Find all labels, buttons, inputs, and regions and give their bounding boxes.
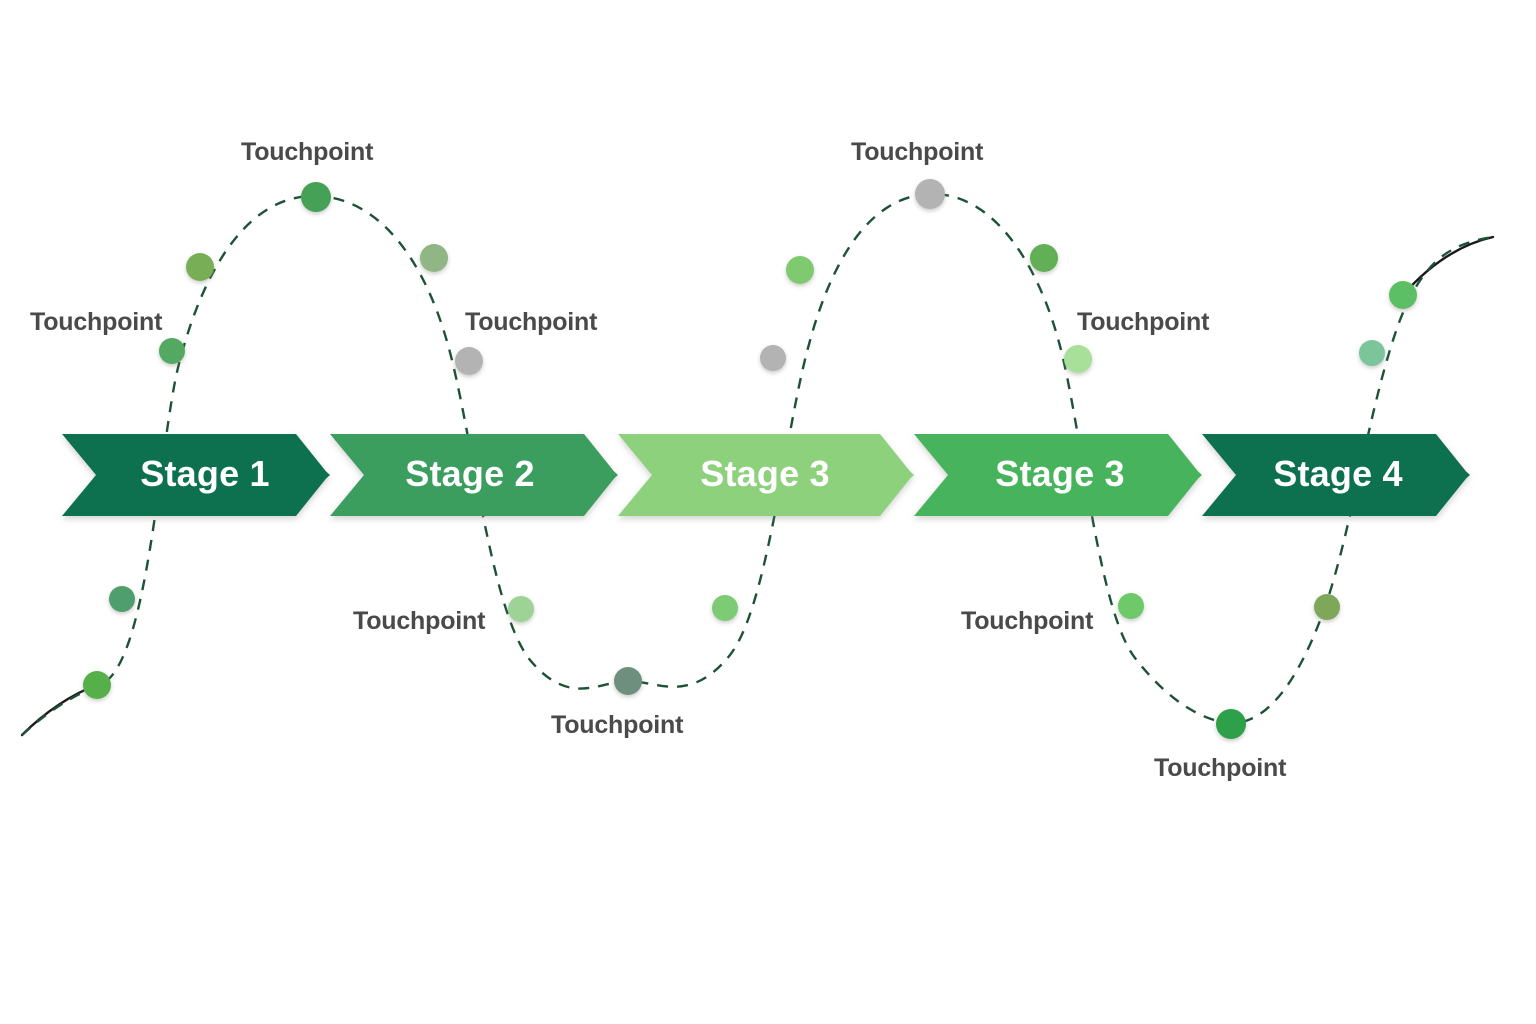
touchpoint-label: Touchpoint xyxy=(241,138,374,166)
stage-chevron-5[interactable] xyxy=(1202,434,1470,516)
touchpoint-dot[interactable] xyxy=(1314,594,1340,620)
touchpoint-dot[interactable] xyxy=(186,253,214,281)
stage-chevron-3[interactable] xyxy=(618,434,914,516)
touchpoint-dot[interactable] xyxy=(109,586,135,612)
touchpoint-label: Touchpoint xyxy=(30,308,163,336)
touchpoint-dot[interactable] xyxy=(508,596,534,622)
touchpoint-dot[interactable] xyxy=(760,345,786,371)
touchpoint-label: Touchpoint xyxy=(465,308,598,336)
stage-band-group xyxy=(62,434,1470,516)
touchpoint-dot[interactable] xyxy=(786,256,814,284)
touchpoint-dot[interactable] xyxy=(1389,281,1417,309)
touchpoint-dot[interactable] xyxy=(301,182,331,212)
touchpoint-dot[interactable] xyxy=(1030,244,1058,272)
touchpoint-label: Touchpoint xyxy=(961,607,1094,635)
touchpoint-label: Touchpoint xyxy=(1154,754,1287,782)
touchpoint-label: Touchpoint xyxy=(551,711,684,739)
touchpoint-dot[interactable] xyxy=(1064,345,1092,373)
touchpoint-label: Touchpoint xyxy=(851,138,984,166)
touchpoint-dot[interactable] xyxy=(455,347,483,375)
stage-chevron-4[interactable] xyxy=(914,434,1202,516)
stage-chevron-1[interactable] xyxy=(62,434,330,516)
touchpoint-dot[interactable] xyxy=(1216,709,1246,739)
stage-chevron-2[interactable] xyxy=(330,434,618,516)
touchpoint-dot[interactable] xyxy=(915,179,945,209)
touchpoint-dot[interactable] xyxy=(159,338,185,364)
touchpoint-dot[interactable] xyxy=(420,244,448,272)
touchpoint-dot[interactable] xyxy=(1359,340,1385,366)
touchpoint-dot[interactable] xyxy=(1118,593,1144,619)
touchpoint-dot[interactable] xyxy=(712,595,738,621)
touchpoint-label: Touchpoint xyxy=(353,607,486,635)
touchpoint-label: Touchpoint xyxy=(1077,308,1210,336)
touchpoint-dot[interactable] xyxy=(83,671,111,699)
touchpoint-dot[interactable] xyxy=(614,667,642,695)
touchpoint-dot-group xyxy=(83,179,1417,739)
